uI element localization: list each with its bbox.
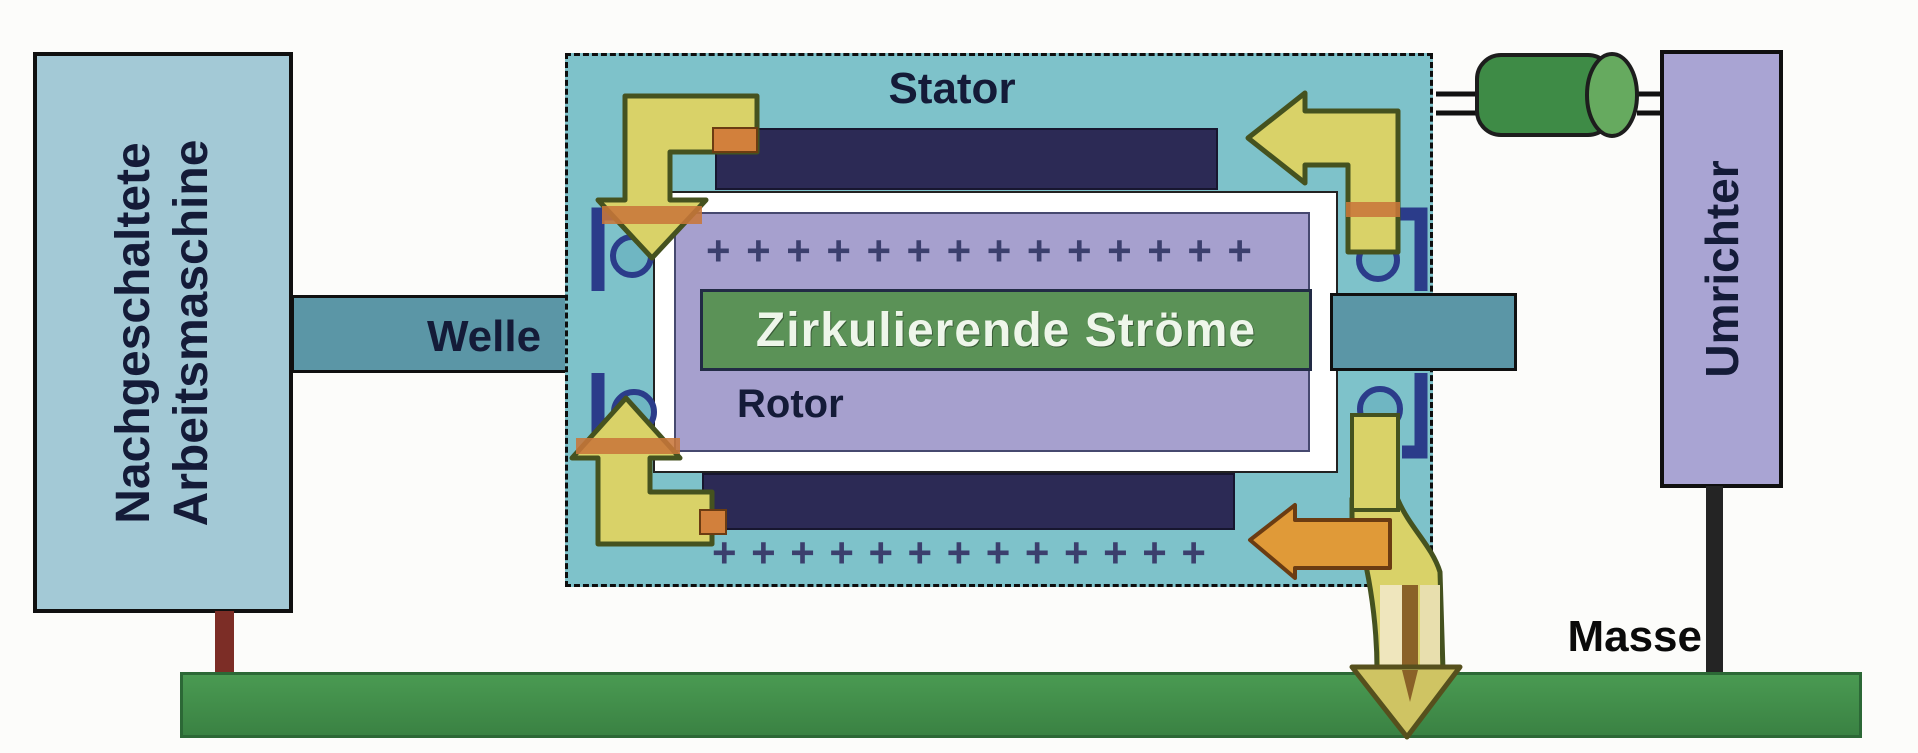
motor-cable-end	[1585, 52, 1639, 138]
plus-mark: +	[985, 529, 1011, 576]
ground-stream-highlight-left	[1380, 585, 1402, 667]
plus-mark: +	[829, 529, 854, 576]
plus-mark: +	[946, 529, 972, 576]
driven-machine-label: Nachgeschaltete Arbeitsmaschine	[105, 139, 221, 526]
plus-mark: +	[866, 227, 891, 274]
ground-stream-highlight-right	[1420, 585, 1440, 667]
plus-mark: +	[907, 529, 933, 576]
plus-mark: +	[1227, 227, 1252, 274]
plus-mark: +	[1107, 227, 1132, 274]
converter-ground-post	[1706, 486, 1723, 676]
plus-mark: +	[1063, 529, 1089, 576]
driven-machine-box: Nachgeschaltete Arbeitsmaschine	[33, 52, 293, 613]
plus-mark: +	[706, 227, 731, 274]
shaft-bar-right	[1330, 293, 1517, 371]
ground-label: Masse	[1567, 612, 1702, 661]
plus-mark: +	[868, 529, 893, 576]
plus-mark: +	[946, 227, 972, 274]
converter-label: Umrichter	[1695, 160, 1748, 378]
stator-label: Stator	[888, 64, 1016, 113]
shaft-label: Welle	[426, 312, 542, 361]
plus-mark: +	[906, 227, 932, 274]
plus-mark: +	[712, 529, 737, 576]
stator-winding-top	[715, 128, 1218, 190]
plus-mark: +	[786, 227, 811, 274]
plus-mark: +	[1142, 529, 1167, 576]
plus-mark: +	[1181, 529, 1206, 576]
airgap-plus-row-bottom: + + + + + + + + + + + + +	[712, 529, 1206, 576]
converter-label-wrap: Umrichter	[1693, 160, 1751, 377]
ground-bar	[180, 672, 1862, 738]
plus-mark: +	[1187, 227, 1212, 274]
driven-machine-label-line2: Arbeitsmaschine	[165, 139, 218, 526]
plus-mark: +	[1066, 227, 1092, 274]
ground-stream-core	[1402, 585, 1418, 685]
plus-mark: +	[826, 227, 851, 274]
converter-box: Umrichter	[1660, 50, 1783, 488]
circulating-current-label: Zirkulierende Ströme	[755, 303, 1257, 357]
driven-machine-label-line1: Nachgeschaltete	[107, 141, 160, 524]
stator-winding-bottom	[702, 473, 1235, 530]
plus-mark: +	[1103, 529, 1128, 576]
rotor-label: Rotor	[737, 382, 844, 426]
motor-cable-body	[1475, 53, 1614, 137]
plus-mark: +	[790, 529, 815, 576]
plus-mark: +	[986, 227, 1012, 274]
plus-mark: +	[1147, 227, 1172, 274]
plus-mark: +	[1026, 227, 1052, 274]
machine-ground-post	[215, 611, 234, 679]
cable-connector-lines	[1436, 91, 1660, 116]
plus-mark: +	[1024, 529, 1050, 576]
airgap-plus-row-top: + + + + + + + + + + + + + +	[706, 227, 1252, 274]
plus-mark: +	[746, 227, 771, 274]
circulating-current-bar: Zirkulierende Ströme	[700, 289, 1312, 371]
plus-mark: +	[751, 529, 776, 576]
